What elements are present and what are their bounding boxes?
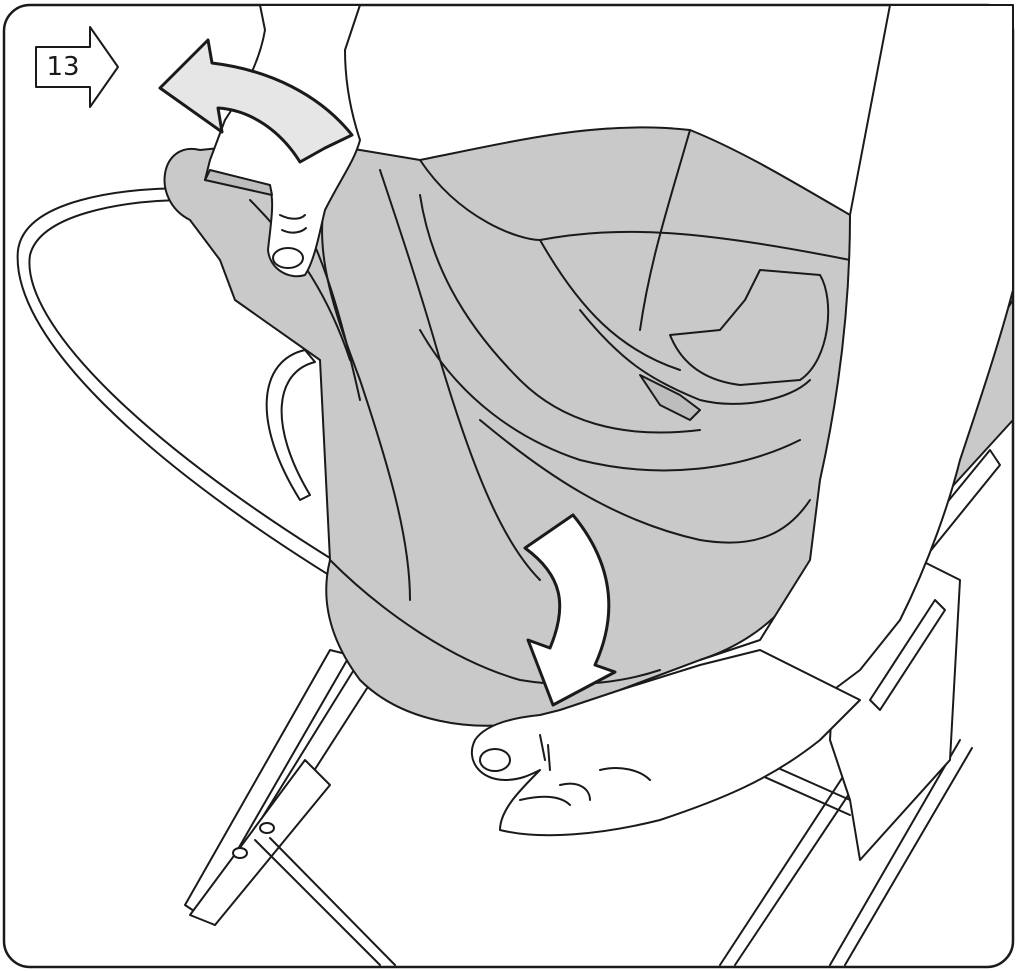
thumbnail [273, 248, 303, 268]
step-number: 13 [36, 47, 90, 87]
bracket-hole-lower [233, 848, 247, 858]
bracket-hole-upper [260, 823, 274, 833]
lower-thumbnail [480, 749, 510, 771]
